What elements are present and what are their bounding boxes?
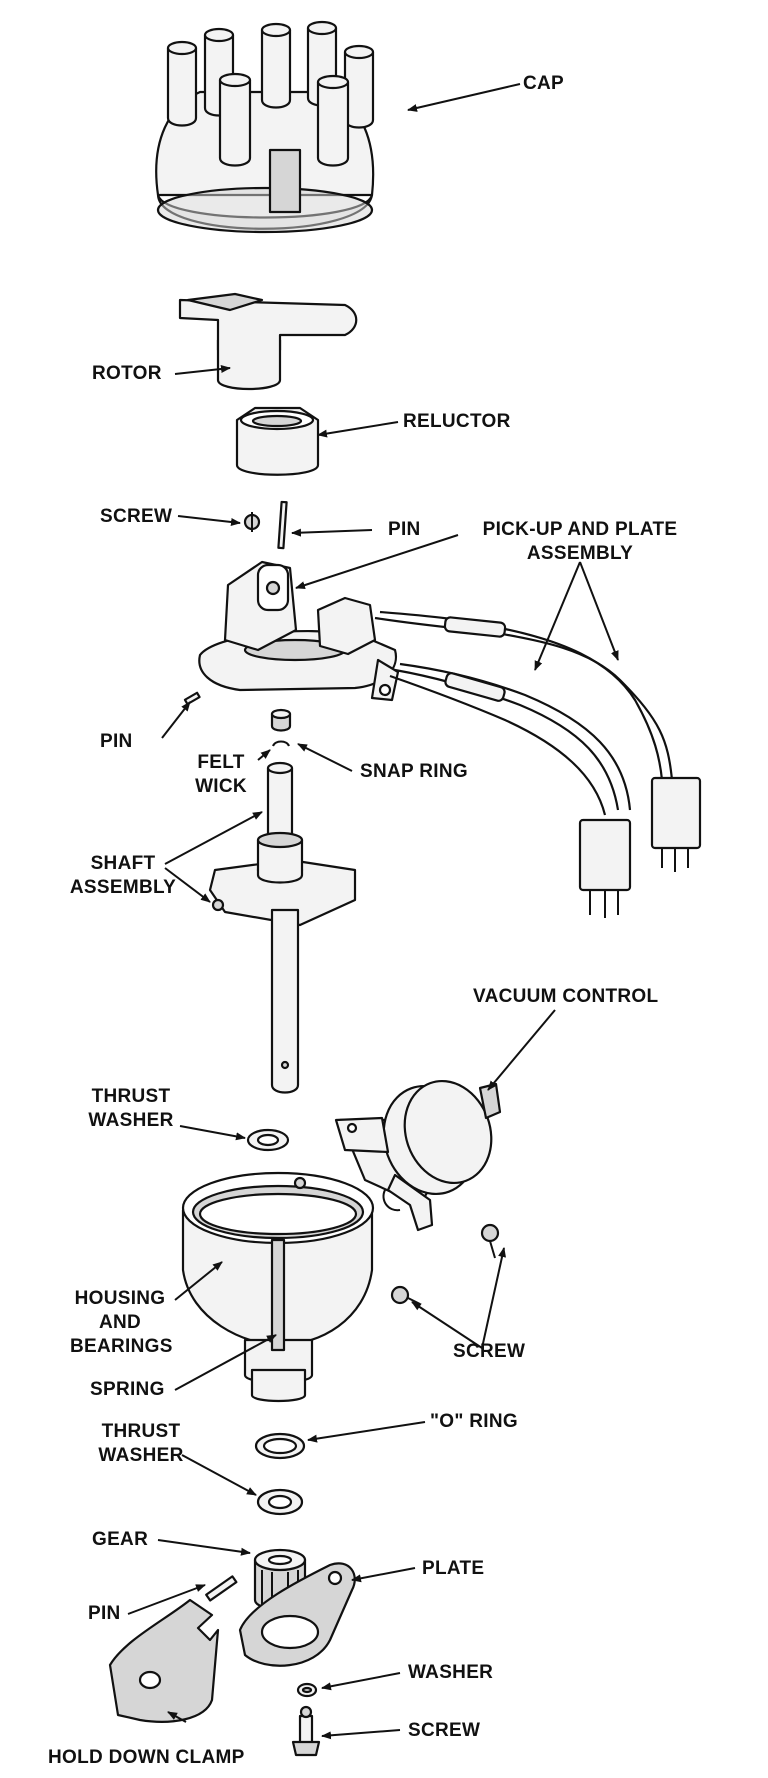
thrust-washer-upper (246, 1128, 290, 1152)
o-ring (254, 1432, 306, 1460)
label-gear: GEAR (92, 1529, 149, 1550)
hold-down-clamp (108, 1598, 220, 1723)
label-thrust-lower-line1: THRUST (101, 1421, 181, 1442)
distributor-cap (155, 20, 375, 234)
label-thrust-upper-line1: THRUST (91, 1086, 171, 1107)
label-hold-down-clamp: HOLD DOWN CLAMP (48, 1747, 245, 1768)
label-pickup-plate-assembly: PICK-UP AND PLATE ASSEMBLY (465, 518, 695, 566)
label-o-ring: "O" RING (430, 1411, 518, 1432)
label-thrust-upper-line2: WASHER (88, 1110, 174, 1131)
label-rotor: ROTOR (92, 363, 162, 384)
label-housing-bearings: HOUSING AND BEARINGS (70, 1287, 173, 1359)
label-felt-wick: FELT WICK (186, 751, 256, 799)
label-felt-line1: FELT (197, 752, 245, 773)
label-pin-left: PIN (100, 731, 133, 752)
label-shaft-assembly: SHAFT ASSEMBLY (68, 852, 178, 900)
thrust-washer-lower (256, 1488, 304, 1516)
label-housing-line1: HOUSING (74, 1288, 166, 1309)
pin-left (183, 691, 201, 706)
label-screw-right: SCREW (453, 1341, 526, 1362)
label-plate: PLATE (422, 1558, 485, 1579)
rotor (178, 292, 358, 391)
label-housing-line3: BEARINGS (70, 1336, 173, 1357)
shaft-assembly (208, 761, 357, 1094)
leader-lines (127, 83, 619, 1740)
label-housing-line2: AND (98, 1312, 142, 1333)
label-pickup-line2: ASSEMBLY (526, 543, 634, 564)
label-spring: SPRING (90, 1379, 165, 1400)
label-pickup-line1: PICK-UP AND PLATE (482, 519, 678, 540)
housing-and-bearings (181, 1171, 375, 1403)
screw-right-lower (390, 1285, 421, 1305)
vacuum-control (334, 1079, 502, 1232)
washer-small (296, 1682, 318, 1698)
label-snap-ring: SNAP RING (360, 761, 468, 782)
screw-small (243, 512, 261, 532)
label-felt-line2: WICK (195, 776, 247, 797)
pickup-plate-assembly (198, 560, 702, 918)
label-pin-top: PIN (388, 519, 421, 540)
pin-small (277, 500, 288, 550)
plate (238, 1562, 356, 1667)
label-thrust-lower-line2: WASHER (98, 1445, 184, 1466)
label-washer: WASHER (408, 1662, 494, 1683)
label-screw-top: SCREW (100, 506, 173, 527)
label-thrust-washer-upper: THRUST WASHER (86, 1085, 176, 1133)
label-shaft-line1: SHAFT (90, 853, 156, 874)
screw-right-upper (480, 1223, 500, 1259)
label-reluctor: RELUCTOR (403, 411, 511, 432)
label-vacuum-control: VACUUM CONTROL (473, 986, 659, 1007)
label-pin-bottom: PIN (88, 1603, 121, 1624)
snap-ring (272, 740, 290, 747)
screw-bottom (291, 1705, 321, 1757)
felt-wick (270, 708, 292, 732)
reluctor (235, 406, 320, 476)
label-shaft-line2: ASSEMBLY (69, 877, 177, 898)
pin-bottom (205, 1575, 238, 1602)
label-screw-bottom: SCREW (408, 1720, 481, 1741)
label-thrust-washer-lower: THRUST WASHER (96, 1420, 186, 1468)
label-cap: CAP (523, 73, 565, 94)
